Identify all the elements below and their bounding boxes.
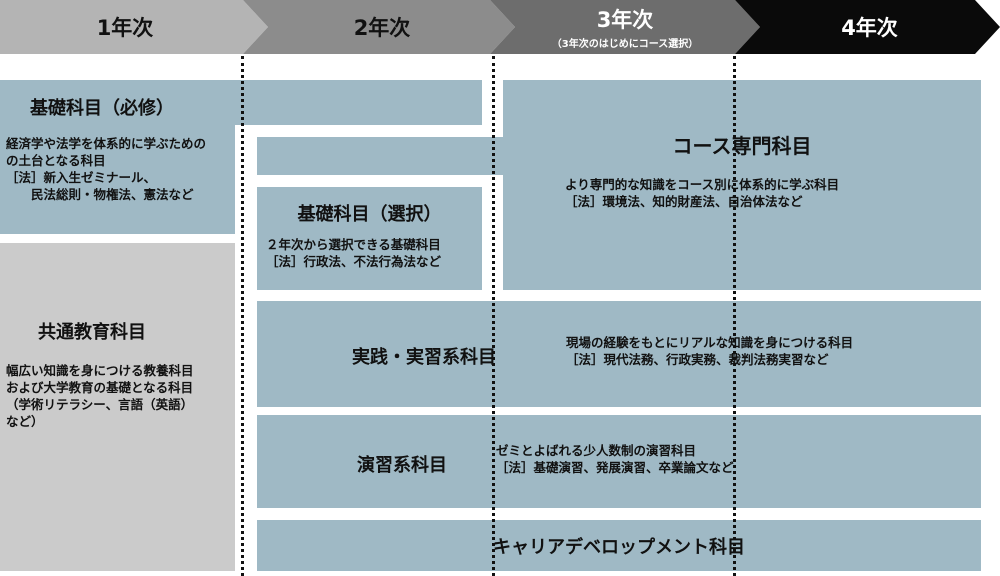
course-desc: より専門的な知識をコース別に体系的に学ぶ科目 ［法］環境法、知的財産法、自治体法…: [565, 176, 839, 210]
desc-line: ［法］現代法務、行政実務、裁判法務実習など: [566, 352, 829, 367]
year1-arrow: [0, 0, 268, 54]
kyotsu-desc: 幅広い知識を身につける教養科目 および大学教育の基礎となる科目 （学術リテラシー…: [6, 362, 194, 430]
year3-subtext: （3年次のはじめにコース選択）: [551, 39, 699, 50]
course-box-extension: [257, 137, 507, 175]
desc-line: ［法］環境法、知的財産法、自治体法など: [565, 194, 803, 209]
kiso-hissu-desc: 経済学や法学を体系的に学ぶための の土台となる科目 ［法］新入生ゼミナール、 民…: [6, 135, 206, 203]
kiso-sentaku-desc: ２年次から選択できる基礎科目 ［法］行政法、不法行為法など: [266, 236, 441, 270]
year1-label: 1年次: [0, 0, 250, 54]
jissen-box: [257, 301, 981, 407]
career-title: キャリアデベロップメント科目: [493, 537, 745, 558]
year1-text: 1年次: [96, 16, 154, 40]
jissen-title: 実践・実習系科目: [352, 347, 496, 368]
kiso-sentaku-title: 基礎科目（選択）: [297, 204, 442, 225]
desc-line: 幅広い知識を身につける教養科目: [6, 363, 194, 378]
year4-text: 4年次: [841, 16, 898, 40]
desc-line: より専門的な知識をコース別に体系的に学ぶ科目: [565, 177, 840, 192]
career-box: [257, 520, 981, 571]
desc-line: の土台となる科目: [6, 153, 106, 168]
year2-arrow: [243, 0, 515, 54]
kiso-sentaku-box: [257, 187, 482, 290]
enshu-title: 演習系科目: [357, 455, 447, 476]
divider-year1-2: [241, 56, 244, 576]
kyotsu-box: [0, 243, 235, 571]
desc-line: 現場の経験をもとにリアルな知識を身につける科目: [566, 335, 854, 350]
jissen-desc: 現場の経験をもとにリアルな知識を身につける科目 ［法］現代法務、行政実務、裁判法…: [566, 334, 853, 368]
divider-year2-3: [492, 56, 495, 576]
year4-label: 4年次: [752, 0, 987, 54]
desc-line: 民法総則・物権法、憲法など: [6, 187, 194, 202]
desc-line: ［法］新入生ゼミナール、: [6, 170, 157, 185]
year4-arrow: [735, 0, 1000, 54]
desc-line: （学術リテラシー、言語（英語）: [6, 397, 194, 412]
kyotsu-title: 共通教育科目: [38, 322, 146, 343]
kiso-hissu-title: 基礎科目（必修）: [30, 98, 174, 119]
desc-line: ゼミとよばれる少人数制の演習科目: [496, 443, 697, 458]
enshu-box: [257, 415, 981, 508]
year3-arrow: [490, 0, 760, 54]
year3-text: 3年次: [596, 8, 654, 32]
year-arrows: [0, 0, 1000, 54]
year3-label: 3年次 （3年次のはじめにコース選択）: [505, 0, 745, 54]
desc-line: ［法］基礎演習、発展演習、卒業論文など: [496, 460, 734, 475]
divider-year3-4: [733, 56, 736, 576]
desc-line: 経済学や法学を体系的に学ぶための: [6, 136, 207, 151]
desc-line: ２年次から選択できる基礎科目: [266, 237, 441, 252]
year2-text: 2年次: [353, 16, 411, 40]
kiso-hissu-box-bottom: [0, 124, 235, 234]
desc-line: ［法］行政法、不法行為法など: [266, 254, 442, 269]
year2-label: 2年次: [262, 0, 502, 54]
year-timeline-header: 1年次 2年次 3年次 （3年次のはじめにコース選択） 4年次: [0, 0, 1000, 54]
course-title: コース専門科目: [672, 134, 812, 158]
desc-line: など）: [6, 414, 44, 429]
desc-line: および大学教育の基礎となる科目: [6, 380, 194, 395]
course-box-main: [503, 80, 981, 290]
enshu-desc: ゼミとよばれる少人数制の演習科目 ［法］基礎演習、発展演習、卒業論文など: [496, 442, 734, 476]
